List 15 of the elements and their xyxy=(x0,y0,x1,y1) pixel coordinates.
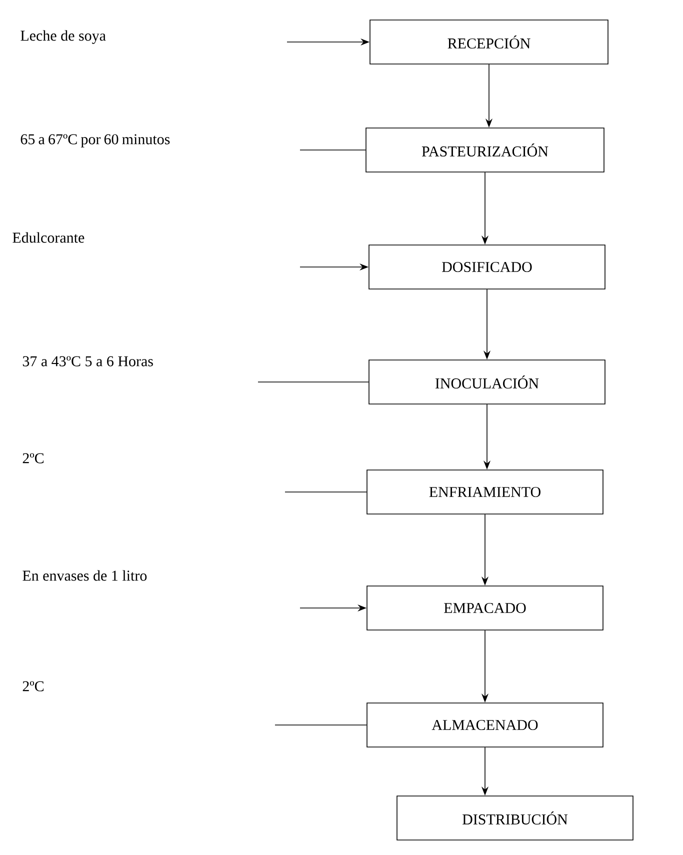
note-text: 2ºC xyxy=(22,681,44,692)
process-box: PASTEURIZACIÓN xyxy=(366,128,604,172)
process-box: DISTRIBUCIÓN xyxy=(396,796,634,840)
process-box: DOSIFICADO xyxy=(368,244,606,290)
process-box: ENFRIAMIENTO xyxy=(366,470,604,514)
process-box: RECEPCIÓN xyxy=(370,20,608,64)
process-box: EMPACADO xyxy=(366,586,604,630)
note-text: Leche de soya xyxy=(20,30,106,44)
note-text: 2ºC xyxy=(22,453,44,464)
note-text: En envases de 1 litro xyxy=(22,570,147,581)
note-text: 65 a 67ºC por 60 minutos xyxy=(20,134,170,148)
note-text: 37 a 43ºC 5 a 6 Horas xyxy=(22,356,153,366)
process-box: ALMACENADO xyxy=(366,702,604,748)
note-text: Edulcorante xyxy=(12,232,84,243)
process-box: INOCULACIÓN xyxy=(368,360,606,404)
